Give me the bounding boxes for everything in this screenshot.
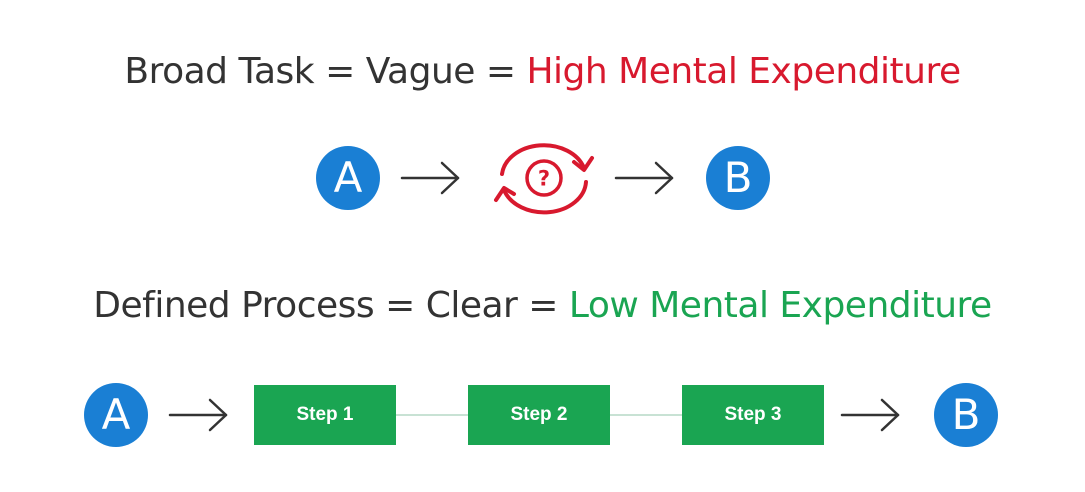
arrow-right-icon <box>400 161 460 195</box>
broad-start-node: A <box>316 146 380 210</box>
step-connector <box>396 414 468 416</box>
svg-text:?: ? <box>538 167 550 191</box>
broad-task-heading: Broad Task = Vague = High Mental Expendi… <box>0 50 1085 94</box>
step-1-box: Step 1 <box>254 385 396 445</box>
step-2-box: Step 2 <box>468 385 610 445</box>
defined-process-heading-prefix: Defined Process = Clear = <box>93 285 569 326</box>
defined-end-node: B <box>934 383 998 447</box>
broad-task-heading-prefix: Broad Task = Vague = <box>124 51 527 92</box>
refresh-question-icon: ? <box>494 143 594 215</box>
arrow-right-icon <box>840 398 900 432</box>
step-3-box: Step 3 <box>682 385 824 445</box>
defined-process-heading: Defined Process = Clear = Low Mental Exp… <box>0 284 1085 328</box>
defined-start-node: A <box>84 383 148 447</box>
broad-end-node: B <box>706 146 770 210</box>
high-mental-expenditure-label: High Mental Expenditure <box>526 51 961 92</box>
arrow-right-icon <box>168 398 228 432</box>
step-connector <box>610 414 682 416</box>
low-mental-expenditure-label: Low Mental Expenditure <box>568 285 992 326</box>
arrow-right-icon <box>614 161 674 195</box>
